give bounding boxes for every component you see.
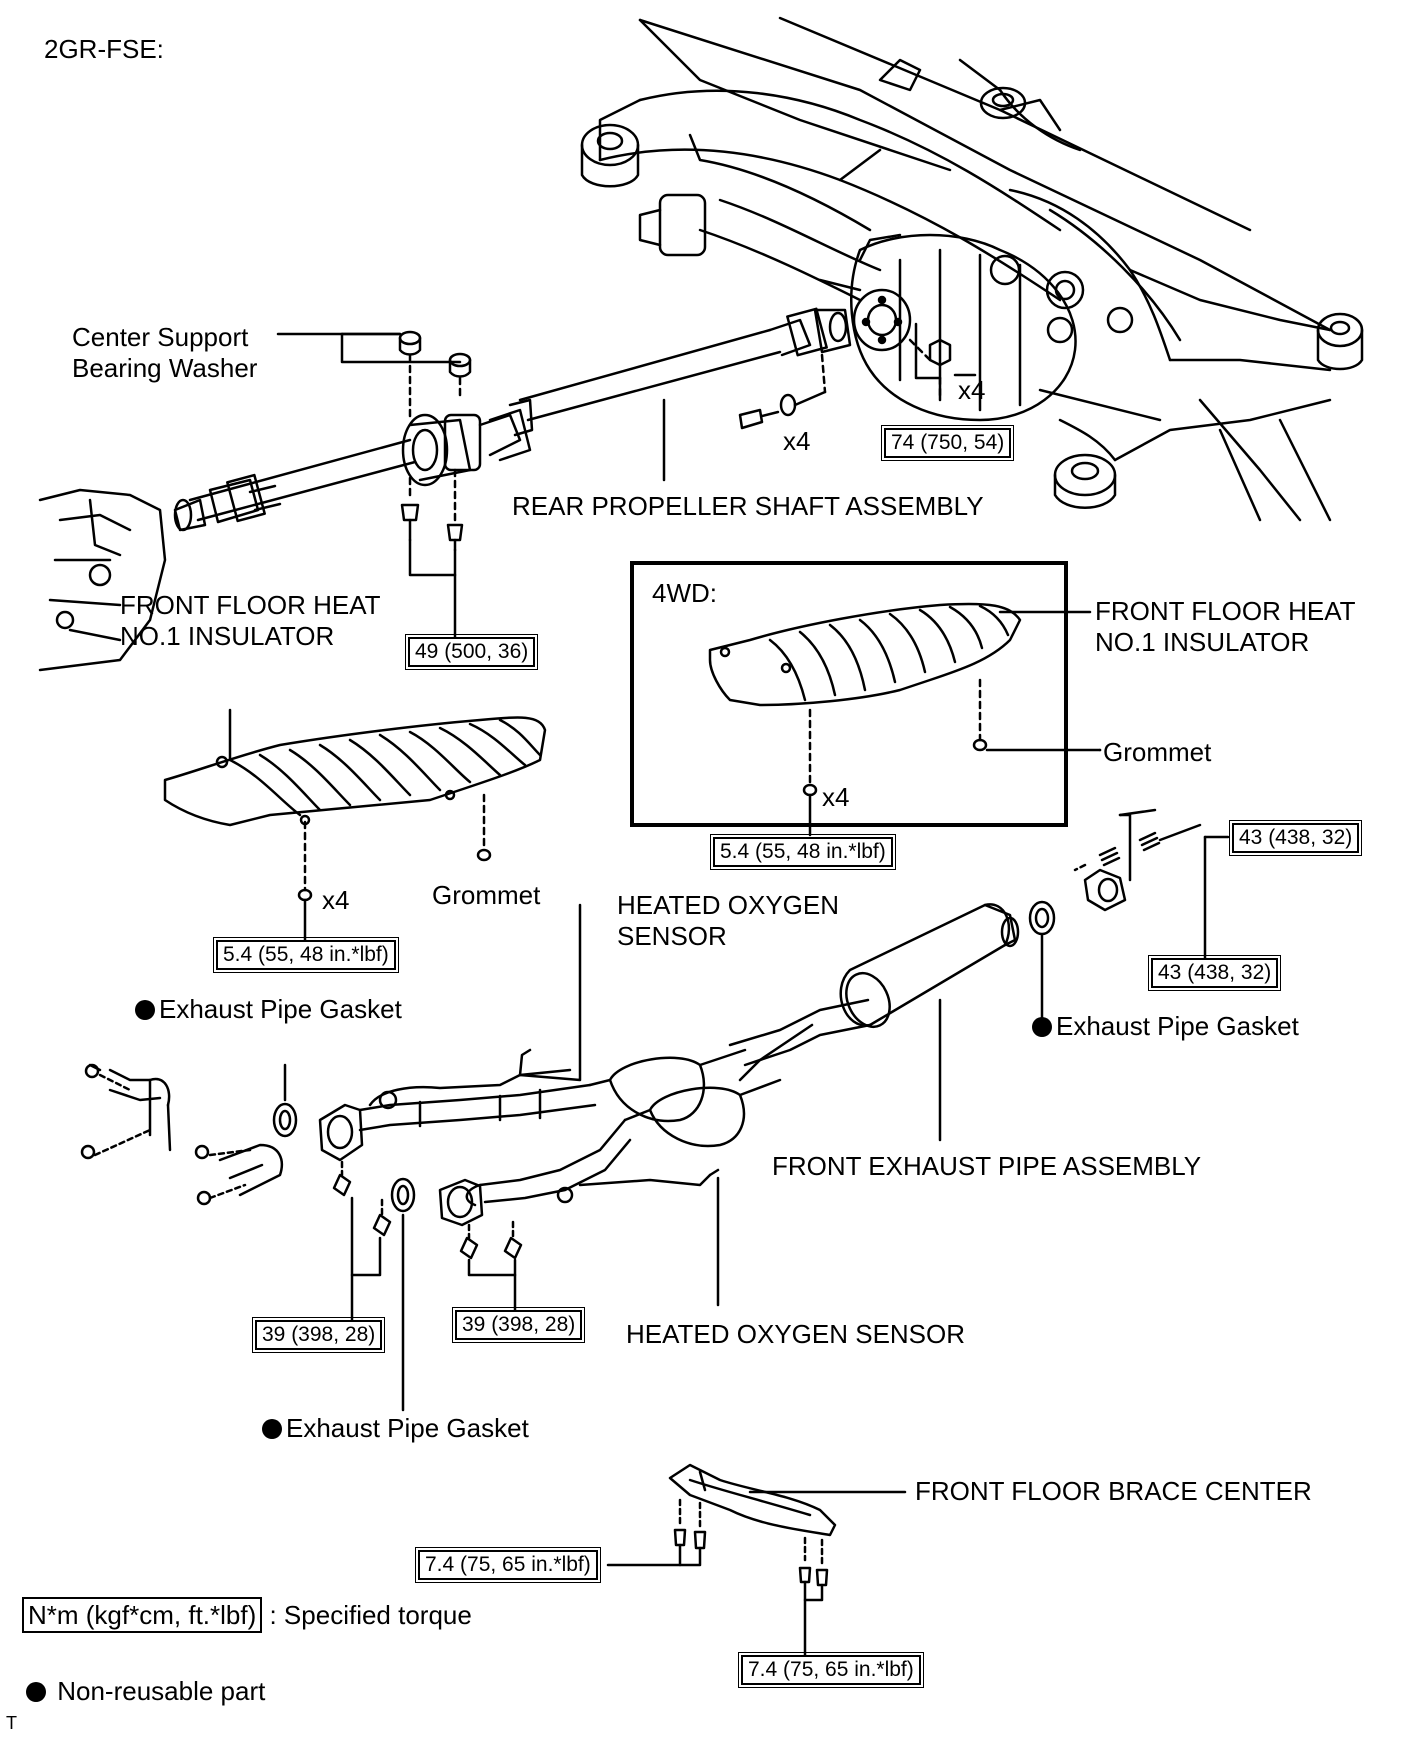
exhaust-pipe-gasket-label: Exhaust Pipe Gasket	[135, 994, 402, 1025]
exhaust-pipe-gasket-label: Exhaust Pipe Gasket	[262, 1413, 529, 1444]
torque-5-4-box: 5.4 (55, 48 in.*lbf)	[213, 937, 399, 973]
engine-label: 2GR-FSE:	[44, 34, 164, 64]
non-reusable-marker	[262, 1419, 282, 1439]
heated-oxygen-sensor-label: HEATED OXYGEN SENSOR	[617, 890, 840, 951]
rear-suspension-member-drawing	[580, 16, 1364, 522]
front-floor-brace-label: FRONT FLOOR BRACE CENTER	[915, 1476, 1312, 1506]
qty-x4-label: x4	[783, 426, 811, 456]
front-exhaust-pipe-drawing	[80, 808, 1230, 1412]
heated-oxygen-sensor-lower-label: HEATED OXYGEN SENSOR	[626, 1319, 966, 1349]
legend-torque-text: : Specified torque	[269, 1600, 472, 1630]
center-support-washer-label: Center Support Bearing Washer	[72, 322, 258, 383]
front-floor-heat-insulator-4wd-label: FRONT FLOOR HEAT NO.1 INSULATOR	[1095, 596, 1356, 657]
front-floor-heat-insulator-drawing	[163, 708, 547, 942]
front-floor-heat-insulator-label: FRONT FLOOR HEAT NO.1 INSULATOR	[120, 590, 381, 651]
legend-nonreusable-text: Non-reusable part	[57, 1676, 266, 1706]
qty-x4-label: x4	[822, 782, 850, 812]
rear-propeller-shaft-drawing	[38, 307, 852, 672]
torque-7-4-box: 7.4 (75, 65 in.*lbf)	[738, 1652, 924, 1688]
legend-torque: N*m (kgf*cm, ft.*lbf) : Specified torque	[22, 1597, 472, 1633]
legend-torque-box: N*m (kgf*cm, ft.*lbf)	[22, 1597, 263, 1633]
grommet-4wd-label: Grommet	[1103, 737, 1212, 767]
torque-49-box: 49 (500, 36)	[404, 634, 539, 670]
inset-4wd-label: 4WD:	[652, 578, 717, 608]
inset-4wd-frame	[630, 561, 1068, 827]
torque-43-box: 43 (438, 32)	[1228, 820, 1363, 856]
qty-x4-label: x4	[322, 885, 350, 915]
grommet-label: Grommet	[432, 880, 541, 910]
rear-propeller-shaft-label: REAR PROPELLER SHAFT ASSEMBLY	[512, 491, 984, 521]
qty-x4-label: x4	[958, 375, 986, 405]
non-reusable-marker	[26, 1682, 46, 1702]
footer-mark: T	[6, 1713, 17, 1733]
torque-5-4-box: 5.4 (55, 48 in.*lbf)	[710, 834, 896, 870]
torque-39-box: 39 (398, 28)	[451, 1307, 586, 1343]
legend-nonreusable: Non-reusable part	[26, 1676, 265, 1707]
torque-43-box: 43 (438, 32)	[1147, 955, 1282, 991]
insulator-4wd-drawing	[708, 602, 1102, 837]
torque-39-box: 39 (398, 28)	[251, 1317, 386, 1353]
non-reusable-marker	[135, 1000, 155, 1020]
torque-7-4-box: 7.4 (75, 65 in.*lbf)	[415, 1547, 601, 1583]
non-reusable-marker	[1032, 1017, 1052, 1037]
torque-74-box: 74 (750, 54)	[880, 425, 1015, 461]
exhaust-pipe-gasket-label: Exhaust Pipe Gasket	[1032, 1011, 1299, 1042]
front-floor-brace-center-drawing	[606, 1463, 907, 1657]
front-exhaust-pipe-label: FRONT EXHAUST PIPE ASSEMBLY	[772, 1151, 1202, 1181]
